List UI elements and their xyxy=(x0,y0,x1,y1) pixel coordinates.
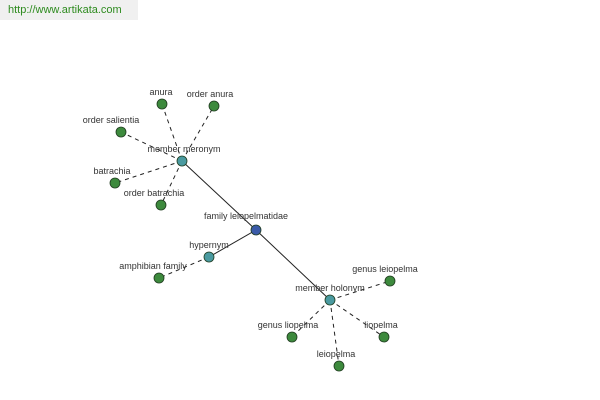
node-label-amphibian-family[interactable]: amphibian family xyxy=(119,261,187,271)
node-label-genus-leiopelma[interactable]: genus leiopelma xyxy=(352,264,418,274)
relation-node-hypernym[interactable] xyxy=(203,251,215,263)
leaf-node-order-salientia[interactable] xyxy=(115,126,127,138)
leaf-node-genus-liopelma[interactable] xyxy=(286,331,298,343)
graph-nodes xyxy=(109,98,396,372)
graph-labels: family leiopelmatidae member meronym hyper… xyxy=(83,87,418,359)
node-label-genus-liopelma[interactable]: genus liopelma xyxy=(258,320,319,330)
leaf-node-leiopelma[interactable] xyxy=(333,360,345,372)
node-label-holonym[interactable]: member holonym xyxy=(295,283,365,293)
relation-node-meronym[interactable] xyxy=(176,155,188,167)
leaf-node-batrachia[interactable] xyxy=(109,177,121,189)
center-node[interactable] xyxy=(250,224,262,236)
node-label-liopelma[interactable]: liopelma xyxy=(364,320,398,330)
leaf-node-order-batrachia[interactable] xyxy=(155,199,167,211)
leaf-node-anura[interactable] xyxy=(156,98,168,110)
edge-holonym-liopelma xyxy=(329,299,385,338)
edge-meronym-order-batrachia xyxy=(160,160,183,206)
node-label-order-salientia[interactable]: order salientia xyxy=(83,115,140,125)
leaf-node-order-anura[interactable] xyxy=(208,100,220,112)
node-label-family[interactable]: family leiopelmatidae xyxy=(204,211,288,221)
node-label-order-anura[interactable]: order anura xyxy=(187,89,234,99)
node-label-batrachia[interactable]: batrachia xyxy=(93,166,130,176)
edge-family-hypernym xyxy=(208,229,257,258)
leaf-node-genus-leiopelma[interactable] xyxy=(384,275,396,287)
edge-family-meronym xyxy=(181,160,257,231)
relation-node-holonym[interactable] xyxy=(324,294,336,306)
edge-meronym-order-salientia xyxy=(120,131,183,162)
node-label-meronym[interactable]: member meronym xyxy=(147,144,220,154)
leaf-node-amphibian-family[interactable] xyxy=(153,272,165,284)
node-label-leiopelma[interactable]: leiopelma xyxy=(317,349,356,359)
edge-meronym-anura xyxy=(161,103,183,162)
graph-edges xyxy=(114,103,391,367)
edge-meronym-order-anura xyxy=(181,105,215,162)
node-label-anura[interactable]: anura xyxy=(149,87,172,97)
node-label-order-batrachia[interactable]: order batrachia xyxy=(124,188,185,198)
edge-holonym-leiopelma xyxy=(329,299,340,367)
edge-meronym-batrachia xyxy=(114,160,183,184)
node-label-hypernym[interactable]: hypernym xyxy=(189,240,229,250)
edge-holonym-genus-leiopelma xyxy=(329,280,391,301)
leaf-node-liopelma[interactable] xyxy=(378,331,390,343)
source-url[interactable]: http://www.artikata.com xyxy=(0,0,138,20)
edge-holonym-genus-liopelma xyxy=(291,299,331,338)
edge-hypernym-amphibian-family xyxy=(158,256,210,279)
edge-family-holonym xyxy=(255,229,331,301)
